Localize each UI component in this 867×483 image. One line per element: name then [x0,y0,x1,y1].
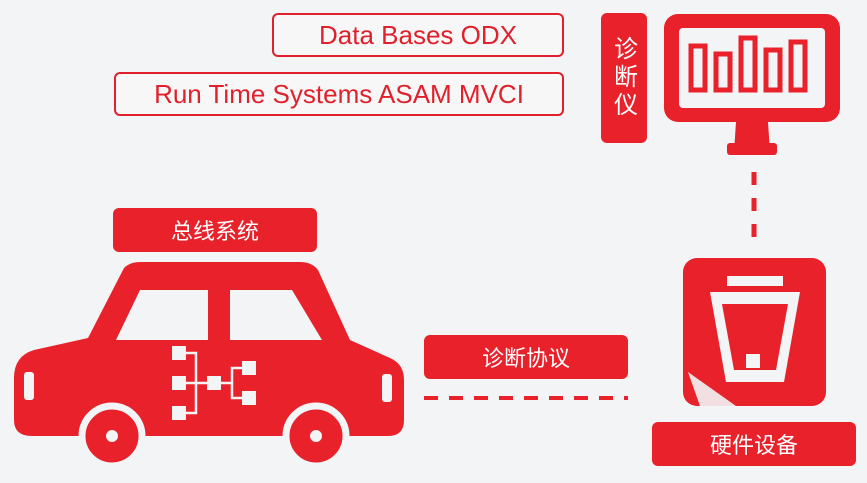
diagnostic-protocol-label: 诊断协议 [424,335,628,379]
hardware-device-icon [683,258,826,406]
bus-system-label: 总线系统 [113,208,317,252]
monitor-icon [664,14,840,155]
diagnostic-tool-label: 诊断仪 [601,13,647,143]
odx-database-box: Data Bases ODX [272,13,564,57]
hardware-device-label: 硬件设备 [652,422,856,466]
odx-database-label: Data Bases ODX [319,19,517,50]
bus-system-text: 总线系统 [170,220,259,245]
hardware-device-text: 硬件设备 [709,434,798,459]
car-icon [14,262,404,470]
diagnostic-protocol-text: 诊断协议 [481,347,570,372]
mvci-runtime-box: Run Time Systems ASAM MVCI [114,72,564,116]
mvci-runtime-label: Run Time Systems ASAM MVCI [154,78,524,109]
network-tree-icon [172,346,256,420]
